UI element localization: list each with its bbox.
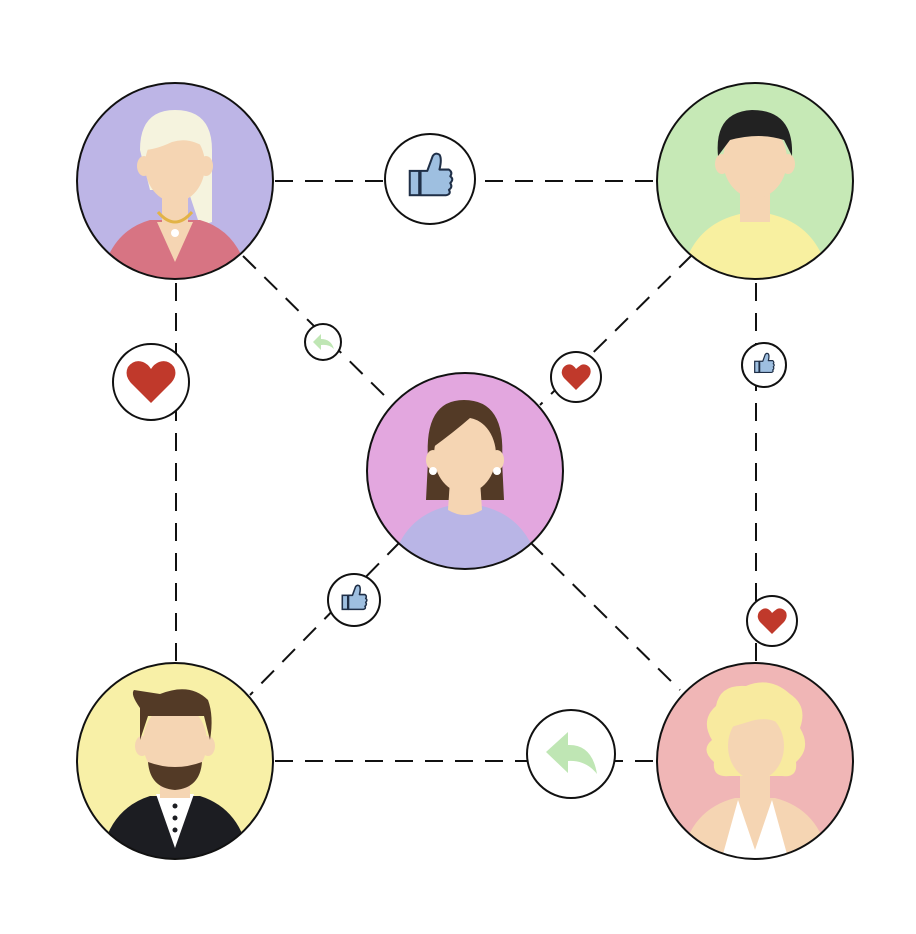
like-badge[interactable] — [384, 133, 476, 225]
avatar-man-beard[interactable] — [76, 662, 274, 865]
like-badge[interactable] — [741, 342, 787, 388]
heart-icon — [561, 364, 591, 390]
hair-fringe — [728, 701, 786, 728]
face — [434, 417, 496, 493]
heart-badge[interactable] — [112, 343, 190, 421]
earring-right — [493, 467, 501, 475]
heart-badge[interactable] — [550, 351, 602, 403]
avatar-woman-blonde[interactable] — [656, 662, 854, 865]
avatar-woman-brown-hair[interactable] — [366, 372, 564, 575]
ear-right — [781, 154, 795, 174]
ear-left — [715, 154, 729, 174]
avatar-man-short-hair[interactable] — [656, 82, 854, 285]
connector-diagonal-bottom-right — [529, 541, 681, 691]
ear-right — [490, 450, 504, 470]
avatar-woman-white-hair[interactable] — [76, 82, 274, 285]
face — [723, 122, 787, 198]
ear-left — [137, 156, 151, 176]
hair-front — [142, 112, 210, 150]
necklace-pendant — [171, 229, 179, 237]
beard — [148, 762, 202, 790]
reply-badge[interactable] — [526, 709, 616, 799]
ear-right — [201, 736, 215, 756]
face — [728, 712, 784, 780]
heart-badge[interactable] — [746, 595, 798, 647]
shirt-button — [172, 803, 178, 809]
ear-left — [135, 736, 149, 756]
shirt-button — [172, 827, 178, 833]
neckline — [157, 222, 193, 262]
hair-front — [431, 402, 500, 448]
connector-diagonal-top-right — [539, 254, 693, 406]
heart-icon — [126, 361, 176, 403]
thumbs-up-icon — [408, 152, 454, 197]
ear-right — [199, 156, 213, 176]
earring-left — [429, 467, 437, 475]
dress — [720, 800, 790, 859]
shirt-collar — [156, 794, 194, 848]
hair — [132, 689, 212, 740]
reply-icon — [313, 334, 334, 350]
heart-icon — [757, 608, 787, 634]
reply-icon — [546, 732, 597, 774]
face — [143, 704, 207, 780]
like-badge[interactable] — [327, 573, 381, 627]
necklace — [156, 210, 194, 224]
shirt-button — [172, 815, 178, 821]
shirt — [390, 506, 540, 569]
ear-left — [426, 450, 440, 470]
thumbs-up-icon — [341, 584, 368, 611]
thumbs-up-icon — [754, 352, 775, 374]
hair — [717, 110, 793, 156]
shoulders — [680, 798, 830, 859]
shirt — [680, 214, 830, 279]
reply-badge[interactable] — [304, 323, 342, 361]
connector-diagonal-bottom-left — [249, 541, 401, 696]
